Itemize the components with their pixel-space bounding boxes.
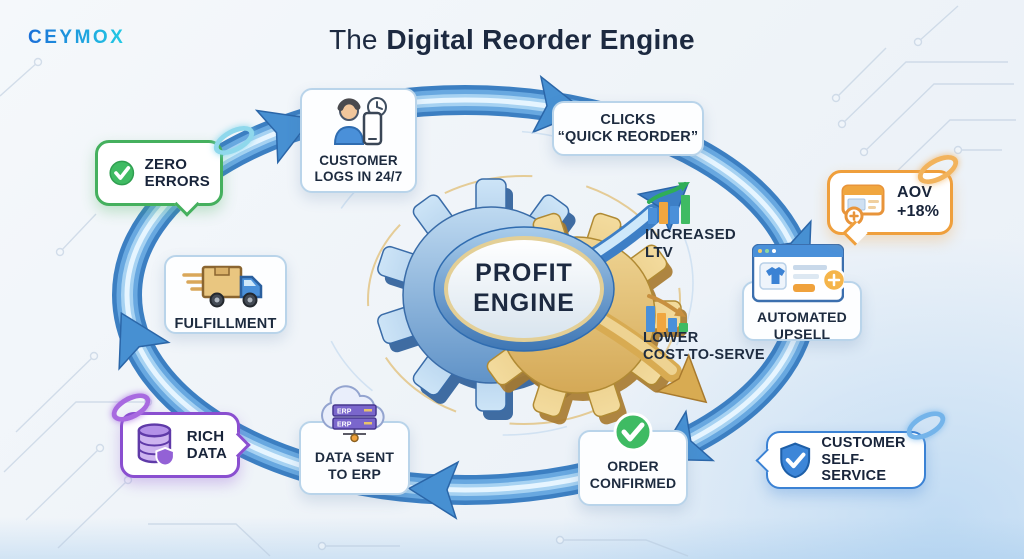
aov-line2: +18% xyxy=(897,202,940,220)
blue-arc xyxy=(316,130,694,436)
step-customer-logs-card: CUSTOMER LOGS IN 24/7 xyxy=(300,88,417,193)
step-order-card: ORDER CONFIRMED xyxy=(578,412,688,506)
upsell-label-line1: AUTOMATED xyxy=(757,309,847,325)
profit-engine-line2: ENGINE xyxy=(473,288,575,317)
rich-data-line2: DATA xyxy=(186,445,227,462)
delivery-truck-icon xyxy=(181,265,262,308)
increased-ltv-label: INCREASED LTV xyxy=(645,226,736,262)
lower-cost-icon xyxy=(643,290,699,343)
upsell-label-line2: UPSELL xyxy=(773,325,831,342)
self-service-line2: SELF-SERVICE xyxy=(821,451,887,485)
rich-data-line1: RICH xyxy=(186,427,225,445)
cost-line2: COST-TO-SERVE xyxy=(643,347,765,364)
amber-arc xyxy=(367,175,681,425)
aov-card-icon xyxy=(841,184,885,225)
aov-callout: AOV +18% xyxy=(827,170,953,246)
svg-text:ERP: ERP xyxy=(337,422,352,429)
erp-cloud-icon: ERP ERP xyxy=(317,385,393,450)
customer-label-line2: LOGS IN 24/7 xyxy=(314,169,403,185)
brand-logo: CEYMOX xyxy=(28,27,126,48)
step-clicks-card: CLICKS “QUICK REORDER” xyxy=(552,101,704,156)
zero-errors-check-icon xyxy=(109,160,135,186)
increased-ltv-icon xyxy=(645,178,701,233)
zero-errors-callout: ZERO ERRORS xyxy=(95,140,223,217)
profit-engine-label: PROFIT ENGINE xyxy=(434,259,614,318)
erp-label-line2: TO ERP xyxy=(327,465,382,482)
zero-errors-line2: ERRORS xyxy=(144,173,210,190)
cost-line1: LOWER xyxy=(643,330,699,346)
customer-label-line1: CUSTOMER xyxy=(319,153,398,168)
customer-phone-clock-icon xyxy=(333,97,387,146)
clicks-label-line1: CLICKS xyxy=(600,112,656,128)
profit-engine-oval xyxy=(433,226,615,352)
order-label-line1: ORDER xyxy=(607,458,659,474)
fulfillment-label: FULFILLMENT xyxy=(174,316,277,332)
title-prefix: The xyxy=(329,24,378,55)
zero-errors-line1: ZERO xyxy=(144,155,188,173)
shield-check-icon xyxy=(780,442,811,479)
ltv-line1: INCREASED xyxy=(645,226,737,243)
upsell-browser-icon xyxy=(751,243,847,309)
clicks-label-line2: “QUICK REORDER” xyxy=(557,129,699,146)
lower-cost-label: LOWER COST-TO-SERVE xyxy=(643,330,765,365)
profit-engine-line1: PROFIT xyxy=(475,259,573,287)
rich-data-callout: RICH DATA xyxy=(120,412,251,478)
page-title: The Digital Reorder Engine xyxy=(0,24,1024,56)
svg-text:ERP: ERP xyxy=(337,409,352,416)
title-main: Digital Reorder Engine xyxy=(386,24,695,55)
database-icon xyxy=(137,423,175,467)
erp-label-line1: DATA SENT xyxy=(314,449,395,465)
order-check-icon xyxy=(613,412,653,452)
aov-line1: AOV xyxy=(897,184,933,202)
ltv-line2: LTV xyxy=(645,244,674,261)
self-service-line1: CUSTOMER xyxy=(821,434,906,451)
order-label-line2: CONFIRMED xyxy=(589,474,677,491)
circuit-traces xyxy=(0,5,1016,557)
self-service-callout: CUSTOMER SELF-SERVICE xyxy=(755,431,926,489)
step-fulfillment-card: FULFILLMENT xyxy=(164,255,287,334)
